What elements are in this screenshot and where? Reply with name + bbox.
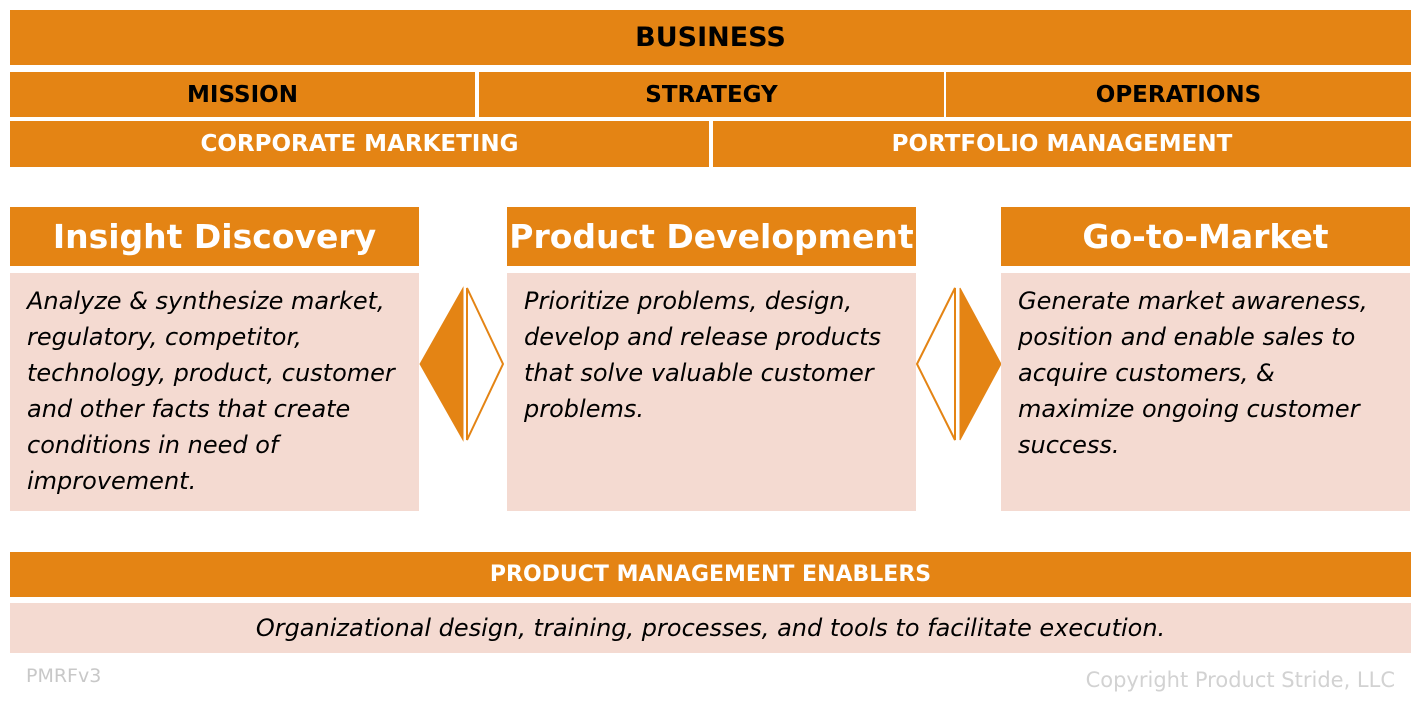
stage-title-go-to-market: Go-to-Market	[1001, 207, 1410, 266]
enablers-description: Organizational design, training, process…	[10, 603, 1411, 653]
bidirectional-arrow-icon	[419, 286, 505, 442]
function-corporate-marketing: CORPORATE MARKETING	[10, 121, 709, 167]
bidirectional-arrow-icon	[915, 287, 1002, 441]
stage-title-insight-discovery: Insight Discovery	[10, 207, 419, 266]
version-label: PMRFv3	[26, 665, 102, 687]
enablers-banner: PRODUCT MANAGEMENT ENABLERS	[10, 552, 1411, 597]
stage-description-insight-discovery: Analyze & synthesize market, regulatory,…	[10, 273, 419, 511]
stage-description-go-to-market: Generate market awareness, position and …	[1001, 273, 1410, 511]
business-banner: BUSINESS	[10, 10, 1411, 65]
copyright-notice: Copyright Product Stride, LLC	[1085, 668, 1395, 692]
pillar-strategy: STRATEGY	[479, 72, 944, 117]
pillar-mission: MISSION	[10, 72, 475, 117]
stage-description-product-development: Prioritize problems, design, develop and…	[507, 273, 916, 511]
stage-title-product-development: Product Development	[507, 207, 916, 266]
function-portfolio-management: PORTFOLIO MANAGEMENT	[713, 121, 1411, 167]
pillar-operations: OPERATIONS	[946, 72, 1411, 117]
